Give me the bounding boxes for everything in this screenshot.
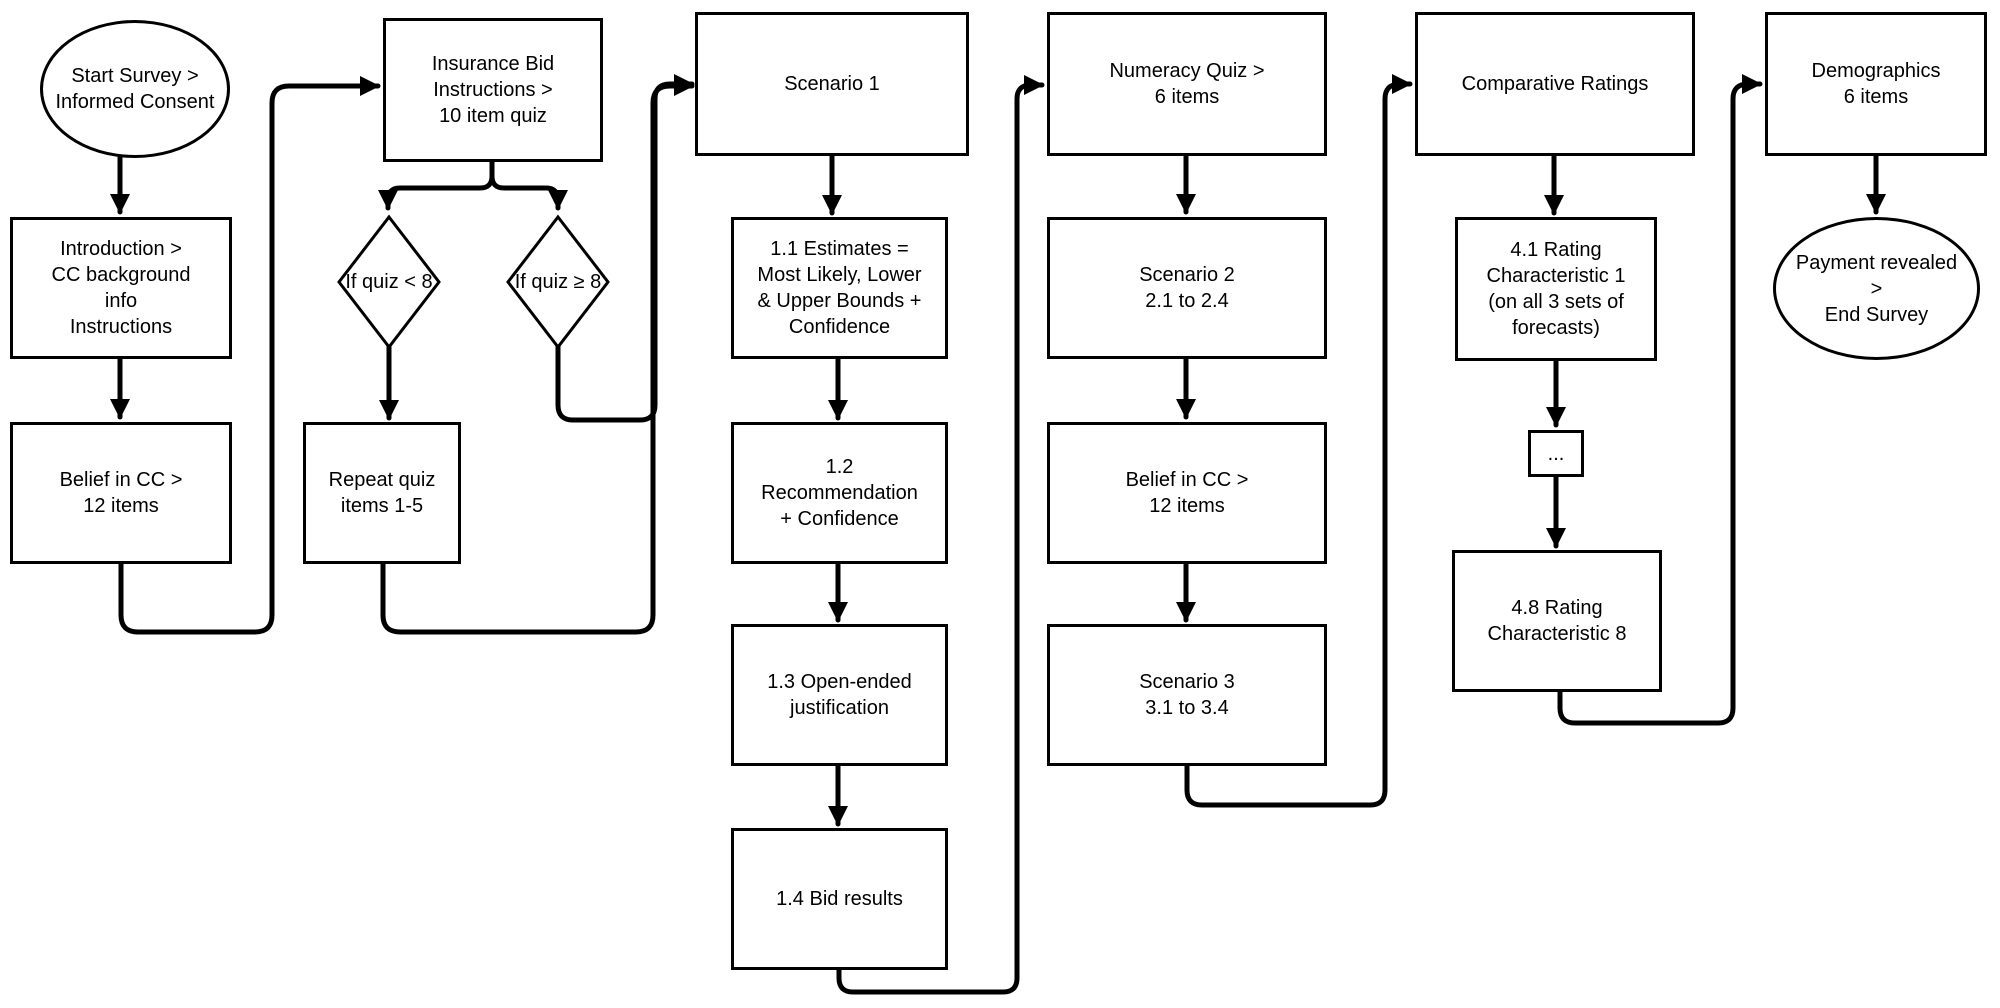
demographics-node: Demographics 6 items bbox=[1765, 12, 1987, 156]
justification-node: 1.3 Open-ended justification bbox=[731, 624, 948, 766]
justification-label: 1.3 Open-ended justification bbox=[767, 671, 912, 719]
scenario-2-label: Scenario 2 2.1 to 2.4 bbox=[1139, 264, 1235, 312]
numeracy-quiz-node: Numeracy Quiz > 6 items bbox=[1047, 12, 1327, 156]
rating-characteristic-1-node: 4.1 Rating Characteristic 1 (on all 3 se… bbox=[1455, 217, 1657, 361]
introduction-label: Introduction > CC background info Instru… bbox=[51, 238, 191, 338]
rating-characteristic-8-node: 4.8 Rating Characteristic 8 bbox=[1452, 550, 1662, 692]
arrow-insurance-to-quiz-ge bbox=[489, 173, 568, 211]
insurance-bid-label: Insurance Bid Instructions > 10 item qui… bbox=[431, 53, 555, 127]
ellipsis-label: ... bbox=[1547, 442, 1565, 465]
repeat-quiz-node: Repeat quiz items 1-5 bbox=[303, 422, 461, 564]
scenario-1-node: Scenario 1 bbox=[695, 12, 969, 156]
arrow-scenario3-to-comparative bbox=[1184, 74, 1413, 808]
rating-characteristic-1-label: 4.1 Rating Characteristic 1 (on all 3 se… bbox=[1486, 239, 1626, 339]
recommendation-label: 1.2 Recommendation + Confidence bbox=[761, 456, 918, 530]
introduction-node: Introduction > CC background info Instru… bbox=[10, 217, 232, 359]
arrow-s14-to-numeracy bbox=[836, 75, 1045, 995]
numeracy-quiz-label: Numeracy Quiz > 6 items bbox=[1109, 60, 1265, 108]
belief-in-cc-label-2: Belief in CC > 12 items bbox=[1125, 469, 1249, 517]
start-survey-node: Start Survey > Informed Consent bbox=[40, 20, 230, 158]
repeat-quiz-label: Repeat quiz items 1-5 bbox=[328, 469, 436, 517]
arrow-r48-to-demographics bbox=[1557, 74, 1763, 726]
scenario-1-label: Scenario 1 bbox=[784, 73, 880, 95]
end-survey-node: Payment revealed > End Survey bbox=[1773, 217, 1980, 360]
end-survey-label: Payment revealed > End Survey bbox=[1795, 251, 1958, 326]
scenario-3-label: Scenario 3 3.1 to 3.4 bbox=[1139, 671, 1235, 719]
belief-in-cc-node-1: Belief in CC > 12 items bbox=[10, 422, 232, 564]
start-survey-label: Start Survey > Informed Consent bbox=[55, 65, 215, 113]
decision-diamond-quiz-ge bbox=[506, 214, 610, 350]
quiz-ge-8-label: If quiz ≥ 8 bbox=[514, 271, 602, 293]
arrow-belief1-to-insurance bbox=[118, 76, 381, 635]
recommendation-node: 1.2 Recommendation + Confidence bbox=[731, 422, 948, 564]
comparative-ratings-label: Comparative Ratings bbox=[1461, 73, 1649, 95]
decision-diamond-quiz-lt bbox=[337, 214, 441, 350]
rating-characteristic-8-label: 4.8 Rating Characteristic 8 bbox=[1487, 597, 1627, 645]
belief-in-cc-node-2: Belief in CC > 12 items bbox=[1047, 422, 1327, 564]
insurance-bid-node: Insurance Bid Instructions > 10 item qui… bbox=[383, 18, 603, 162]
scenario-2-node: Scenario 2 2.1 to 2.4 bbox=[1047, 217, 1327, 359]
arrow-insurance-to-quiz-lt bbox=[378, 159, 495, 211]
belief-in-cc-label-1: Belief in CC > 12 items bbox=[59, 469, 183, 517]
bid-results-label: 1.4 Bid results bbox=[776, 888, 903, 910]
bid-results-node: 1.4 Bid results bbox=[731, 828, 948, 970]
demographics-label: Demographics 6 items bbox=[1811, 60, 1941, 108]
scenario-3-node: Scenario 3 3.1 to 3.4 bbox=[1047, 624, 1327, 766]
estimates-node: 1.1 Estimates = Most Likely, Lower & Upp… bbox=[731, 217, 948, 359]
estimates-label: 1.1 Estimates = Most Likely, Lower & Upp… bbox=[757, 238, 922, 338]
quiz-lt-8-label: If quiz < 8 bbox=[345, 271, 433, 293]
comparative-ratings-node: Comparative Ratings bbox=[1415, 12, 1695, 156]
arrow-repeat-to-scenario1 bbox=[380, 76, 695, 635]
ellipsis-node: ... bbox=[1528, 430, 1584, 477]
